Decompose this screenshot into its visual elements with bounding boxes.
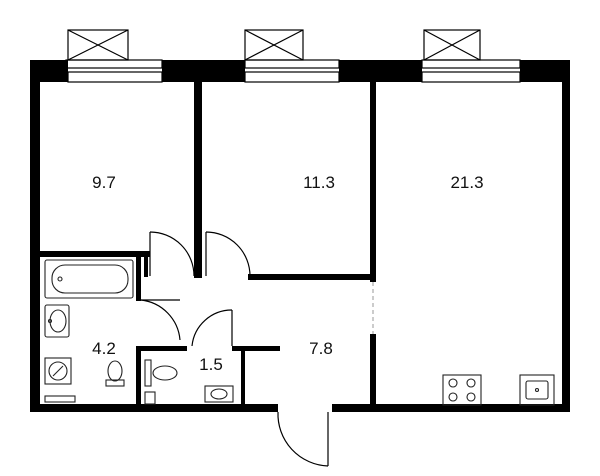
door: [140, 299, 181, 341]
door: [191, 309, 233, 347]
room-area-label: 4.2: [92, 339, 116, 358]
washing-machine-icon: [44, 357, 72, 385]
towel-rail-icon: [44, 395, 76, 403]
sink-icon: [44, 304, 70, 338]
toilet-icon: [144, 359, 178, 387]
window-icon: [421, 29, 521, 69]
room-area-label: 9.7: [92, 173, 116, 192]
room-area-label: 7.8: [309, 339, 333, 358]
stove-icon: [442, 374, 482, 406]
interior-walls: [40, 82, 376, 408]
pipe-riser: [144, 391, 156, 405]
door: [205, 231, 251, 277]
exterior-walls: [30, 60, 570, 412]
bathtub-icon: [44, 259, 134, 299]
room-area-label: 21.3: [450, 173, 483, 192]
entrance-door: [277, 411, 329, 467]
room-area-label: 11.3: [303, 173, 335, 192]
window-icon: [244, 29, 340, 69]
toilet-icon: [105, 360, 125, 387]
kitchen-sink-icon: [519, 374, 555, 406]
door: [149, 231, 195, 277]
window-icon: [65, 29, 163, 69]
sink-icon: [204, 385, 234, 403]
room-area-label: 1.5: [199, 355, 223, 374]
